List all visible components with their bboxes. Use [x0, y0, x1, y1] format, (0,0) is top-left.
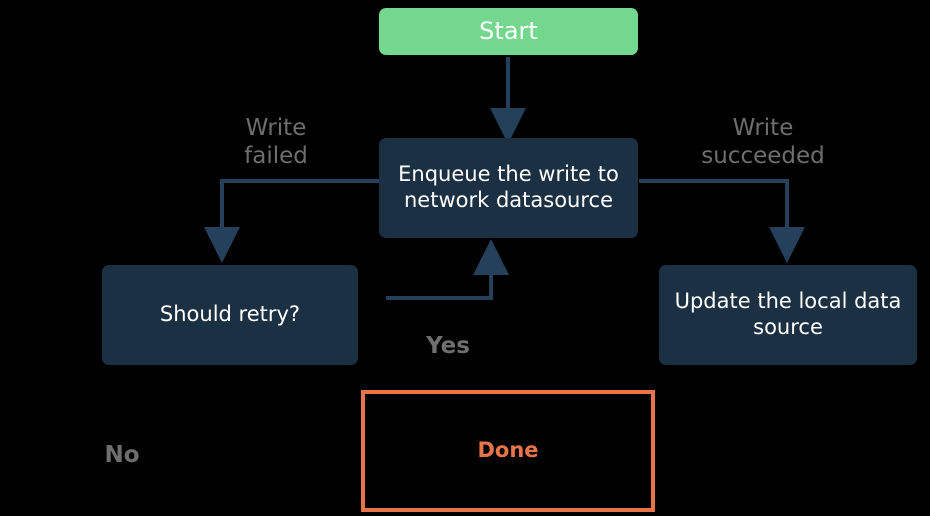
connector-enqueue-to-retry [204, 179, 379, 263]
node-start[interactable]: Start [379, 8, 638, 55]
node-update-local-data-source[interactable]: Update the local data source [659, 265, 917, 365]
node-update-label: Update the local data source [674, 289, 902, 339]
node-done-label: Done [477, 438, 539, 463]
node-done[interactable]: Done [361, 390, 655, 512]
node-enqueue-write[interactable]: Enqueue the write to network datasource [379, 138, 638, 238]
node-start-label: Start [479, 16, 538, 45]
node-enqueue-label: Enqueue the write to network datasource [398, 162, 619, 212]
connector-retry-yes-to-enqueue [386, 239, 509, 300]
node-should-retry[interactable]: Should retry? [102, 265, 358, 365]
edge-label-yes: Yes [426, 333, 470, 359]
edge-label-no: No [104, 442, 140, 468]
edge-label-write-failed: Write failed [244, 115, 308, 170]
connector-enqueue-to-update [639, 179, 805, 263]
edge-label-write-succeeded: Write succeeded [701, 115, 825, 170]
node-should-retry-label: Should retry? [159, 302, 301, 327]
